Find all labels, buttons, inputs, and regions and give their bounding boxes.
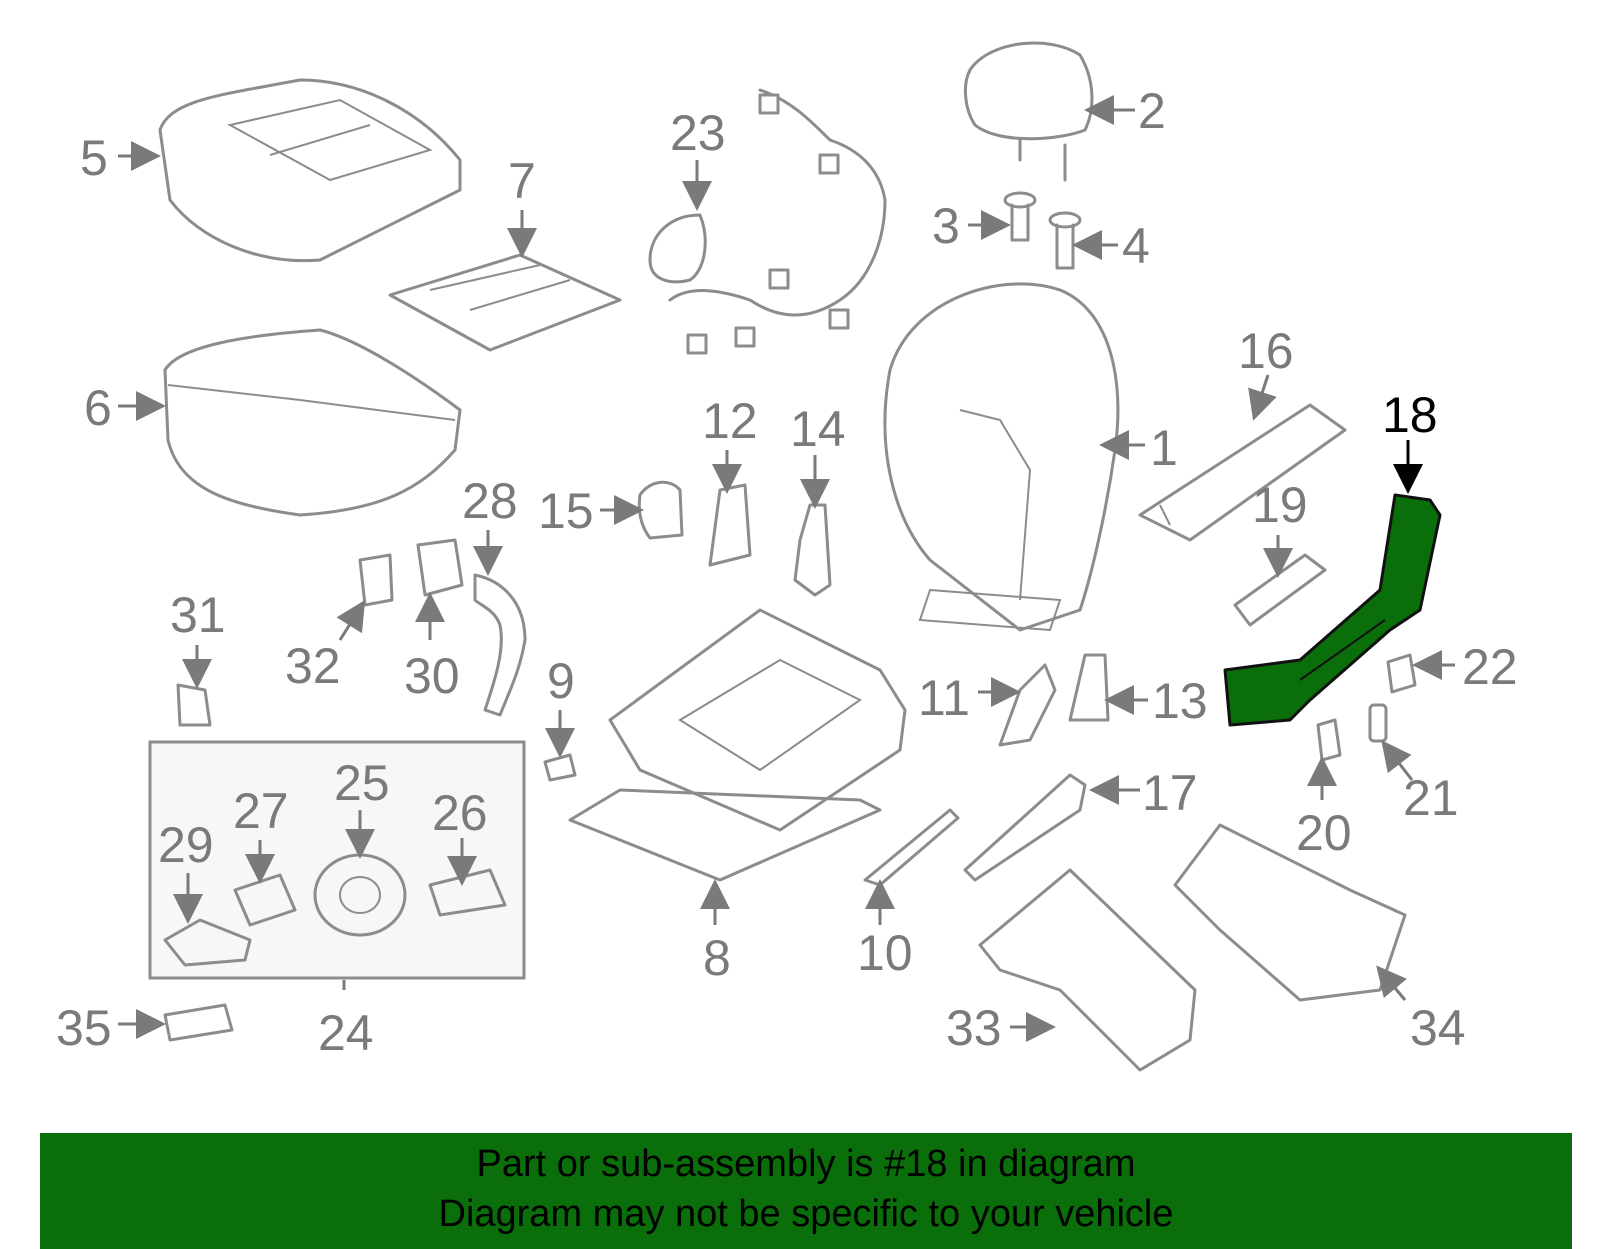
callout-28: 28 [462,473,518,529]
callout-14: 14 [790,401,846,457]
callout-5: 5 [80,130,108,186]
part-22-clip[interactable] [1386,653,1417,694]
callout-30: 30 [404,648,460,704]
callout-24: 24 [318,1005,374,1061]
part-17-bracket[interactable] [963,773,1087,882]
banner-line-1: Part or sub-assembly is #18 in diagram [476,1143,1136,1185]
part-32-duct[interactable] [358,553,394,607]
callout-32: 32 [285,638,341,694]
part-3-guide[interactable] [1003,191,1037,242]
callout-16: 16 [1238,323,1294,379]
part-33-panel[interactable] [978,868,1197,1072]
callout-17: 17 [1142,765,1198,821]
callout-7: 7 [508,153,536,209]
part-28-duct-hose[interactable] [473,573,527,717]
callout-33: 33 [946,1000,1002,1056]
part-14-cover[interactable] [793,503,832,597]
part-15-cover[interactable] [637,480,684,540]
part-10-rod[interactable] [863,808,960,887]
callout-21: 21 [1403,770,1459,826]
callout-11: 11 [918,670,970,726]
callout-26: 26 [432,785,488,841]
callout-29: 29 [158,817,214,873]
callout-25: 25 [334,755,390,811]
part-30-duct[interactable] [416,538,464,597]
callout-9: 9 [547,653,575,709]
part-20-clip[interactable] [1316,718,1342,762]
callout-35: 35 [56,1000,112,1056]
part-34-cover[interactable] [1173,823,1407,1002]
callout-19: 19 [1252,477,1308,533]
part-6-cushion-pad[interactable] [163,328,462,517]
part-1-seat-back[interactable] [883,282,1120,632]
callout-22: 22 [1462,639,1518,695]
part-12-cover[interactable] [708,483,752,567]
callout-12: 12 [702,393,758,449]
part-4-guide[interactable] [1048,211,1082,270]
part-9-cap[interactable] [543,753,577,782]
info-banner: Part or sub-assembly is #18 in diagram D… [40,1133,1572,1249]
callout-34: 34 [1410,1000,1466,1056]
callout-31: 31 [170,587,226,643]
callout-23: 23 [670,105,726,161]
leader-lines [118,95,1455,1042]
callout-15: 15 [538,483,594,539]
callout-13: 13 [1152,673,1208,729]
callout-labels: 5 6 7 23 2 3 4 1 16 18 19 22 21 20 15 12… [56,83,1518,1061]
part-11-cover[interactable] [998,663,1057,747]
callout-6: 6 [84,380,112,436]
callout-8: 8 [703,930,731,986]
part-8-seat-track[interactable] [568,608,907,882]
part-16-frame-rail[interactable] [1138,403,1347,542]
callout-18-highlighted: 18 [1382,387,1438,443]
callout-20: 20 [1296,805,1352,861]
part-21-clip[interactable] [1368,703,1388,743]
part-18-highlighted[interactable] [1223,493,1442,727]
callout-10: 10 [857,925,913,981]
part-5-cushion-cover[interactable] [158,78,462,263]
part-31-connector[interactable] [176,683,212,727]
banner-line-2: Diagram may not be specific to your vehi… [438,1193,1174,1235]
part-35-module[interactable] [163,1003,234,1042]
callout-3: 3 [932,198,960,254]
callout-2: 2 [1138,83,1166,139]
callout-1: 1 [1150,420,1178,476]
part-23-wire-harness[interactable] [648,88,887,355]
part-19-bracket[interactable] [1233,553,1327,627]
part-7-heater-pad[interactable] [388,253,622,352]
callout-27: 27 [233,783,289,839]
part-13-cover[interactable] [1068,653,1110,722]
part-2-headrest[interactable] [963,41,1094,182]
callout-4: 4 [1122,218,1150,274]
